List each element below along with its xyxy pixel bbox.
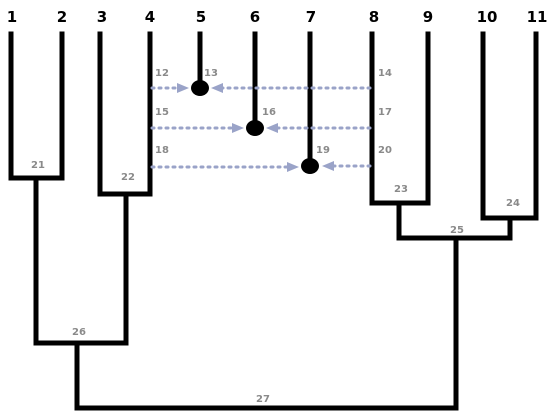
branch-clade-23 [369, 31, 431, 206]
leaf-label-8: 8 [369, 8, 379, 26]
arrow-head-20-19 [322, 161, 334, 171]
node-label-20: 20 [378, 145, 392, 156]
node-label-16: 16 [262, 107, 276, 118]
leaf-label-1: 1 [7, 8, 17, 26]
leaf-label-10: 10 [477, 8, 498, 26]
node-label-18: 18 [155, 145, 169, 156]
leaf-label-11: 11 [527, 8, 548, 26]
node-label-13: 13 [204, 68, 218, 79]
terminal-node-13 [191, 80, 209, 96]
leaf-label-7: 7 [306, 8, 316, 26]
leaf-label-6: 6 [250, 8, 260, 26]
branch-clade-22 [97, 31, 153, 197]
arrow-head-17-16 [266, 123, 278, 133]
branch-clade-24 [480, 31, 539, 221]
node-label-23: 23 [394, 184, 408, 195]
arrow-head-15-16 [232, 123, 244, 133]
node-label-25: 25 [450, 225, 464, 236]
leaf-label-5: 5 [196, 8, 206, 26]
branch-clade-21 [8, 31, 65, 181]
branch-root-27 [74, 235, 459, 411]
node-label-14: 14 [378, 68, 392, 79]
node-label-22: 22 [121, 172, 135, 183]
arrow-head-18-19 [287, 162, 299, 172]
terminal-node-16 [246, 120, 264, 136]
node-label-12: 12 [155, 68, 169, 79]
node-label-19: 19 [316, 145, 330, 156]
leaf-label-3: 3 [97, 8, 107, 26]
branch-clade-26 [33, 175, 129, 346]
leaf-label-4: 4 [145, 8, 155, 26]
node-label-15: 15 [155, 107, 169, 118]
node-label-17: 17 [378, 107, 392, 118]
terminal-node-19 [301, 158, 319, 174]
leaf-label-2: 2 [57, 8, 67, 26]
arrow-head-12-13 [177, 83, 189, 93]
leaf-label-9: 9 [423, 8, 433, 26]
node-label-21: 21 [31, 160, 45, 171]
node-label-26: 26 [72, 327, 86, 338]
arrow-head-14-13 [211, 83, 223, 93]
node-label-24: 24 [506, 198, 520, 209]
node-label-27: 27 [256, 394, 270, 405]
